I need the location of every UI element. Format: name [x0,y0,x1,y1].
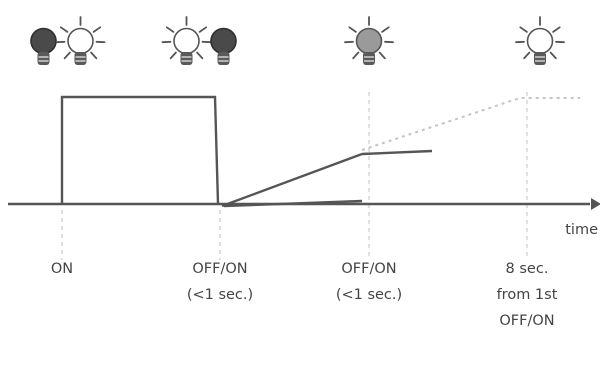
time-axis-label: time [565,222,598,238]
arrow-right-icon [591,198,600,210]
light-bulb-icon [515,16,565,65]
bulb-row [30,16,565,65]
stage-label-1-line-1: ON [50,261,74,277]
stage-label-4: 8 sec. from 1st OFF/ON [477,256,577,334]
light-bulb-icon [161,16,212,65]
light-bulb-icon [344,16,394,65]
low-ramp [223,199,363,208]
stage-label-4-line-3: OFF/ON [499,313,555,329]
stage-label-2-line-1: OFF/ON [192,261,248,277]
stage-label-2: OFF/ON (<1 sec.) [170,256,270,308]
stage-label-4-line-2: from 1st [496,287,558,303]
stage-label-2-line-2: (<1 sec.) [186,287,254,303]
faded-ramp [361,97,580,151]
ramp-lines [221,149,433,208]
stage-label-1: ON [22,256,102,282]
light-bulb-icon [210,27,237,65]
stage-label-3: OFF/ON (<1 sec.) [319,256,419,308]
stage-label-3-line-2: (<1 sec.) [335,287,403,303]
stage-label-4-line-1: 8 sec. [505,261,549,277]
guide-lines [61,92,528,260]
on-pulse [60,95,220,205]
stage-label-3-line-1: OFF/ON [341,261,397,277]
brightness-hold [361,149,433,156]
signal-pulse [8,95,590,206]
brightness-ramp [221,152,363,208]
light-bulb-icon [55,16,106,65]
light-bulb-icon [30,27,57,65]
